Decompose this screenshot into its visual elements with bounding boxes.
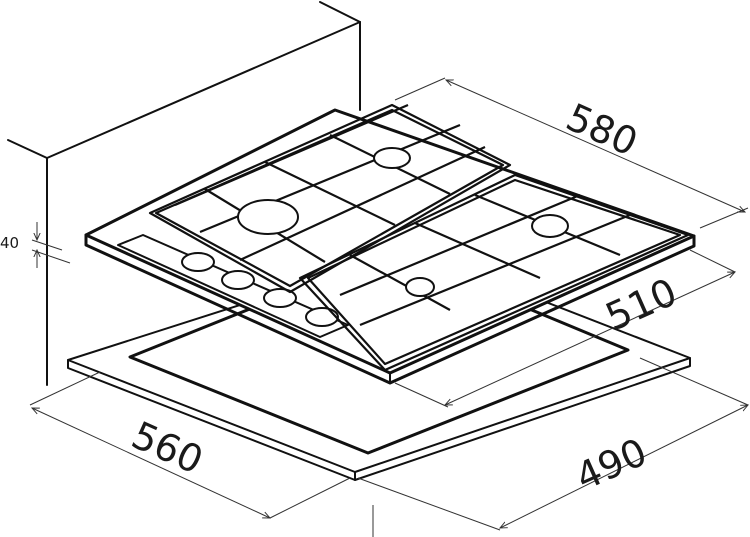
knob-2 xyxy=(221,270,255,290)
burner-back-left xyxy=(373,147,411,169)
control-knobs xyxy=(181,252,339,327)
dim-cutout-depth-label: 490 xyxy=(569,430,653,500)
dim-wall-clearance-label: 40 xyxy=(0,234,19,252)
burner-front-right xyxy=(405,277,435,297)
burner-large xyxy=(237,199,299,235)
dim-hob-width-label: 580 xyxy=(560,95,644,165)
knob-1 xyxy=(181,252,215,272)
dim-hob-depth-label: 510 xyxy=(599,270,683,340)
burners xyxy=(237,147,569,297)
knob-3 xyxy=(263,288,297,308)
control-panel xyxy=(117,234,349,338)
knob-4 xyxy=(305,307,339,327)
wall xyxy=(7,1,361,386)
dimension-lines xyxy=(29,77,748,537)
burner-back-right xyxy=(531,214,569,238)
dim-cutout-width-label: 560 xyxy=(125,413,209,483)
